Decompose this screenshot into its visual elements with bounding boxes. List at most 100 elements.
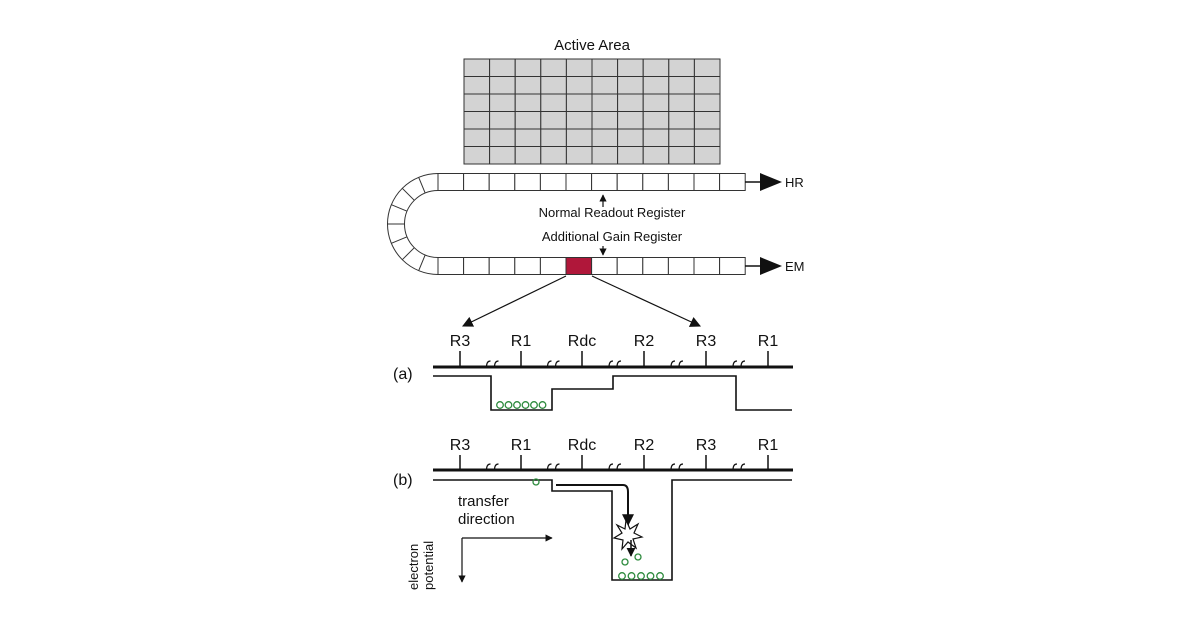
pixel-cell (617, 58, 644, 77)
electrode-label: R2 (634, 333, 655, 350)
pixel-cell (642, 76, 670, 95)
pixel-cell (642, 93, 670, 112)
register-cell (616, 173, 644, 191)
pixel-cell (642, 128, 670, 147)
electron (504, 401, 513, 409)
register-cell (591, 257, 618, 275)
pixel-cell (565, 58, 593, 77)
register-cell (565, 173, 593, 191)
pixel-cell (540, 76, 567, 95)
pixel-cell (463, 93, 491, 112)
panel-a-electrons (496, 401, 547, 409)
pixel-cell (668, 58, 695, 77)
electrode-label: Rdc (568, 437, 596, 454)
panel-a-potential-profile (433, 375, 792, 411)
pixel-cell (463, 76, 491, 95)
pixel-cell (565, 93, 593, 112)
register-cell (719, 257, 746, 275)
register-cell (693, 173, 721, 191)
impact-ionization-star-icon (612, 517, 644, 551)
register-cell (616, 257, 644, 275)
hr-output-arrow (760, 173, 782, 191)
curve-cell-divider (418, 177, 426, 194)
pixel-cell (514, 76, 542, 95)
pixel-cell (514, 58, 542, 77)
electrode-label: R3 (696, 437, 717, 454)
electron (513, 401, 521, 409)
pixel-cell (668, 146, 695, 165)
register-cell (488, 257, 516, 275)
pixel-cell (489, 93, 516, 112)
register-cell (591, 173, 618, 191)
electrode-label: R3 (450, 437, 471, 454)
electrode-label: R3 (696, 333, 717, 350)
pixel-cell (514, 93, 542, 112)
pixel-cell (591, 146, 619, 165)
pixel-cell (617, 111, 644, 130)
curve-cell-divider (391, 204, 408, 212)
pixel-cell (693, 93, 721, 112)
register-cell (667, 173, 695, 191)
active-area-title: Active Area (554, 37, 631, 54)
pixel-cell (565, 111, 593, 130)
electrode-label: R2 (634, 437, 655, 454)
pixel-cell (591, 128, 619, 147)
pixel-cell (463, 58, 491, 77)
pixel-cell (489, 111, 516, 130)
pixel-cell (668, 111, 695, 130)
pixel-cell (693, 146, 721, 165)
pixel-cell (617, 128, 644, 147)
pixel-cell (591, 93, 619, 112)
active-area-grid (463, 58, 721, 165)
register-cell (437, 257, 465, 275)
electrode-label: R1 (511, 333, 532, 350)
em-label: EM (785, 259, 805, 274)
register-cell (667, 257, 695, 275)
pixel-cell (540, 93, 567, 112)
electron (538, 401, 547, 409)
register-cell (463, 173, 490, 191)
electrode-label: Rdc (568, 333, 596, 350)
panel-a-tag: (a) (393, 366, 413, 383)
pixel-cell (565, 128, 593, 147)
curve-cell-divider (418, 254, 426, 271)
electron (627, 572, 636, 580)
pixel-cell (463, 111, 491, 130)
pixel-cell (489, 58, 516, 77)
electron (646, 572, 655, 580)
panel-b-tag: (b) (393, 472, 413, 489)
panel-b-electrodes: R3 R1 Rdc R2 R3 R1 (450, 437, 779, 471)
transfer-label-line-1: transfer (458, 493, 509, 510)
pixel-cell (591, 58, 619, 77)
register-cell (463, 257, 490, 275)
pixel-cell (514, 128, 542, 147)
electrode-label: R1 (758, 437, 779, 454)
potential-label-line-1: electron (406, 544, 421, 590)
register-cell (642, 173, 669, 191)
register-cell (539, 257, 567, 275)
register-cell (437, 173, 465, 191)
register-cell (514, 173, 541, 191)
normal-readout-register (437, 173, 746, 191)
electron (521, 401, 530, 409)
register-cell (488, 173, 516, 191)
pixel-cell (565, 146, 593, 165)
pixel-cell (642, 111, 670, 130)
panel-b-electron-path (556, 484, 634, 527)
pixel-cell (668, 76, 695, 95)
pixel-cell (668, 93, 695, 112)
electron (656, 572, 664, 580)
electron (634, 553, 642, 561)
panel-b-electrons (532, 478, 664, 580)
pixel-cell (617, 76, 644, 95)
register-cell (642, 257, 669, 275)
electrode-label: R1 (511, 437, 532, 454)
pixel-cell (514, 111, 542, 130)
pixel-cell (514, 146, 542, 165)
zoom-arrow-left (462, 275, 567, 327)
pixel-cell (693, 111, 721, 130)
potential-label-line-2: potential (421, 541, 436, 590)
